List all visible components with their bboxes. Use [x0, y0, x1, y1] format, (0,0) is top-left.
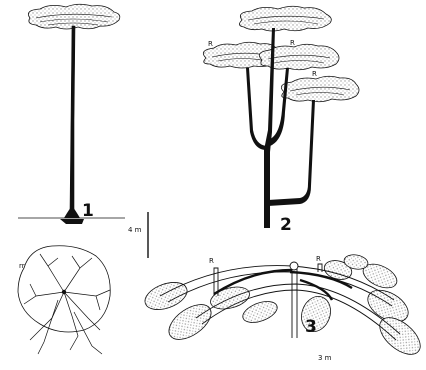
tree-1-crown [28, 4, 119, 29]
tree-2-branch-right [268, 100, 315, 206]
root-outline [18, 246, 110, 332]
figure-label-2: 2 [280, 215, 292, 235]
vertical-scale: 4 m [128, 212, 148, 258]
tree-1: 1 [18, 4, 125, 224]
root-mark: rr [19, 262, 25, 270]
crown-mark-r3: R [312, 70, 317, 78]
tree-3: R R 3 3 m [141, 253, 426, 362]
root-system: rr [18, 246, 110, 354]
figure-label-3: 3 [305, 317, 317, 337]
figure-label-1: 1 [82, 201, 94, 221]
crown-mark-r2: R [290, 39, 295, 47]
crown-mark-r5: R [316, 255, 321, 263]
tree-2-branch-left [246, 68, 268, 150]
tree-1-trunk [68, 26, 76, 214]
tree-2-crown-top [239, 6, 331, 31]
trunk-supports [292, 268, 297, 338]
crown-mark-r4: R [209, 257, 214, 265]
tree-2-crown-low [281, 76, 359, 102]
horizontal-scale-label: 3 m [318, 354, 332, 362]
vertical-scale-label: 4 m [128, 226, 142, 234]
junction-node [290, 262, 298, 270]
root-lines [24, 254, 110, 354]
tree-1-roots [60, 206, 84, 224]
crown-mark-r1: R [208, 40, 213, 48]
tree-2: R R R 2 [203, 6, 359, 235]
leaf-cluster [141, 277, 191, 315]
leaf-cluster [240, 297, 280, 326]
